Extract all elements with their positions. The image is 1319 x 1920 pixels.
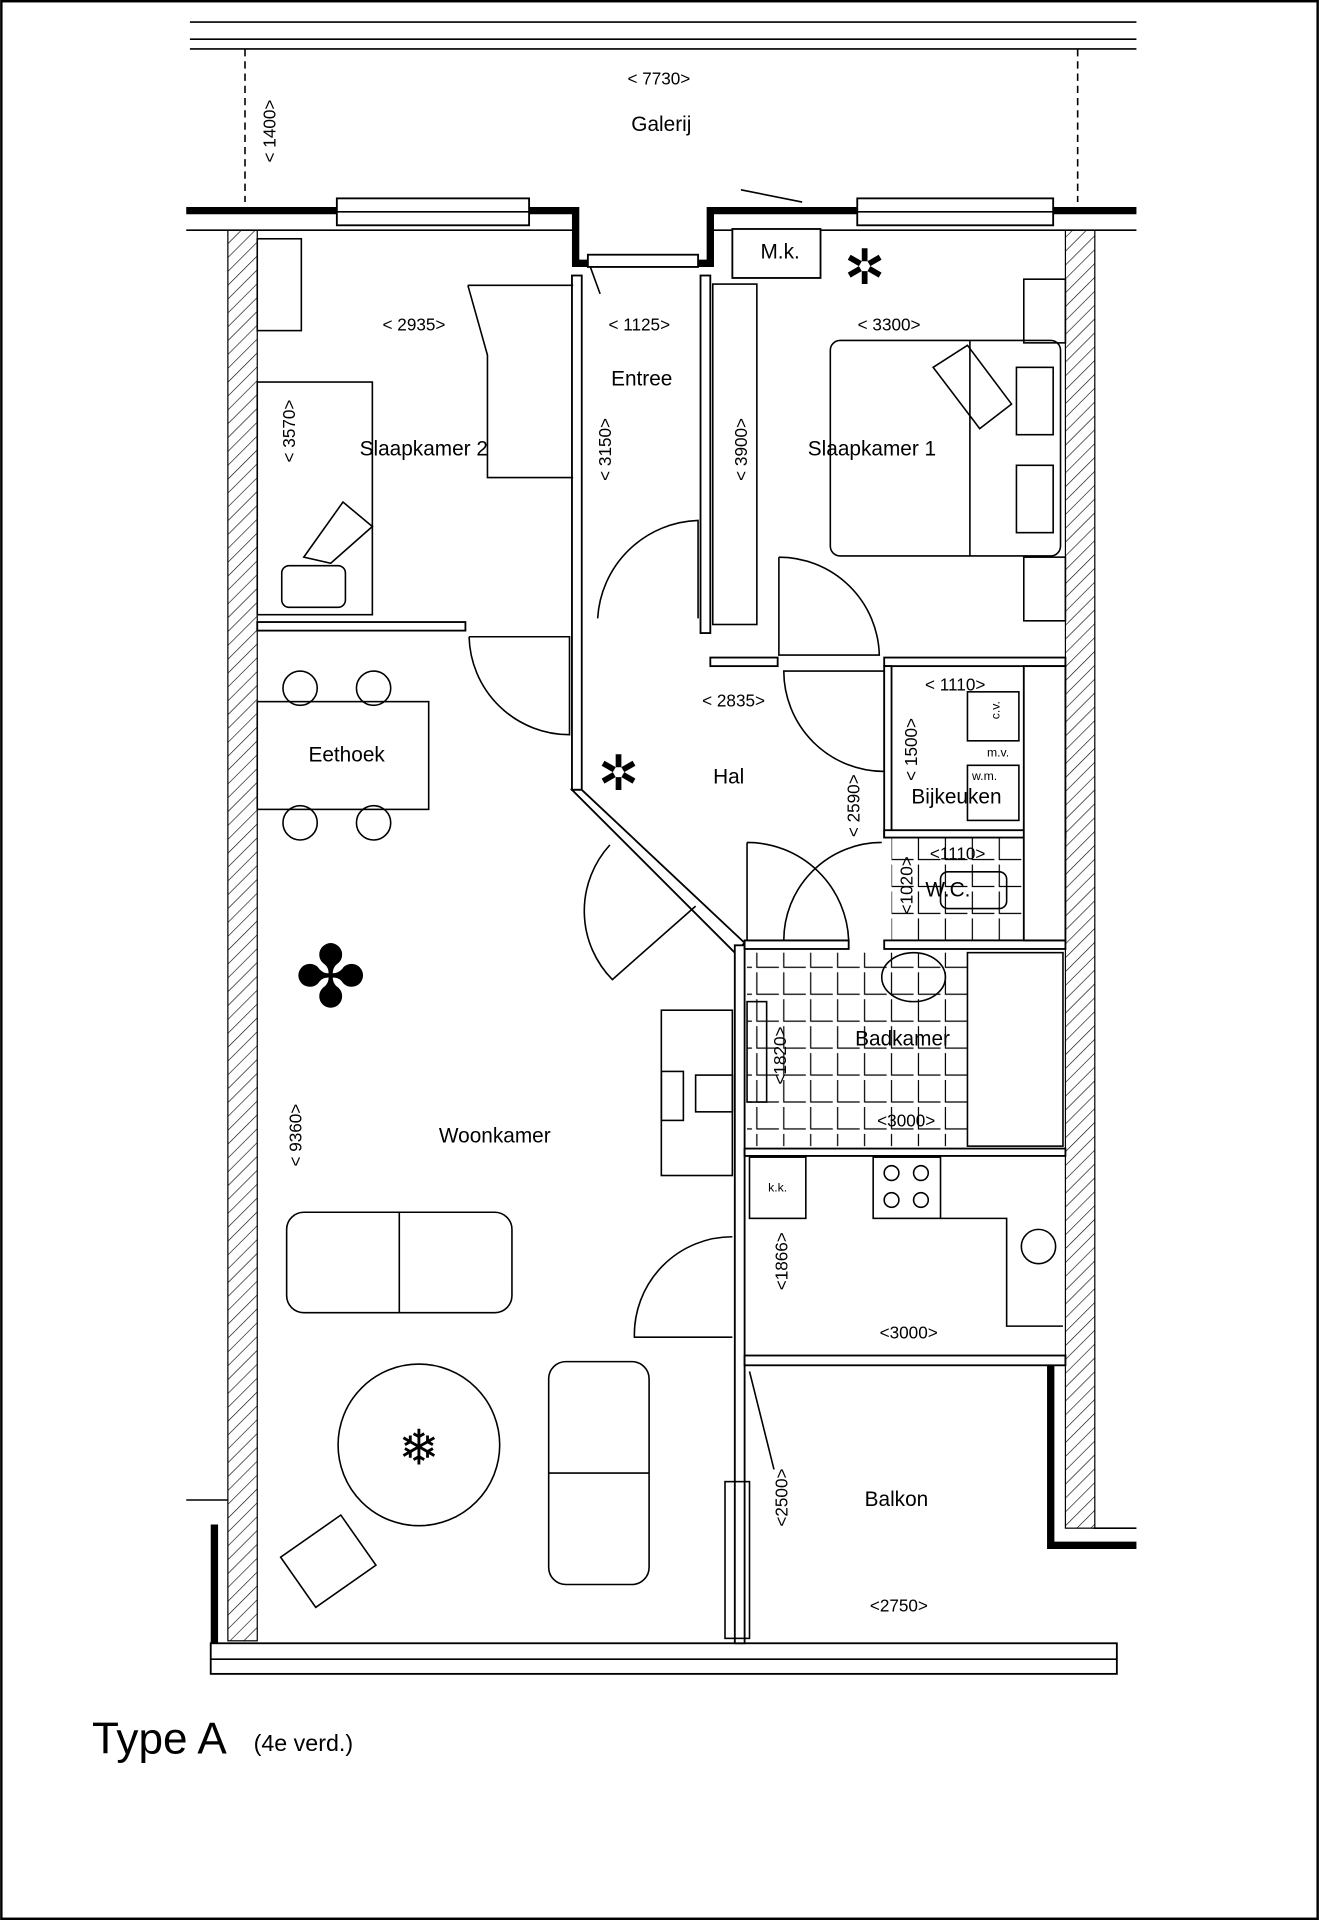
dim-keuken-depth: <1866> (771, 1232, 791, 1290)
room-label-balkon: Balkon (865, 1488, 929, 1511)
plant-icon: ✲ (844, 241, 885, 295)
fixture-wm: w.m. (971, 769, 997, 783)
fixture-kk: k.k. (768, 1180, 787, 1194)
room-label-slaapkamer-2: Slaapkamer 2 (360, 438, 488, 461)
dimension-labels: < 7730> < 1400> < 2935> < 3570> < 1125> … (260, 68, 986, 1615)
dim-hal-depth: < 2590> (844, 774, 864, 837)
room-label-slaapkamer-1: Slaapkamer 1 (808, 438, 936, 461)
room-labels: Galerij M.k. Entree Slaapkamer 1 Slaapka… (308, 113, 1001, 1511)
dim-slaapkamer1-depth: < 3900> (731, 418, 751, 481)
interior-walls (256, 274, 1067, 1645)
dim-keuken-width: <3000> (880, 1322, 938, 1342)
dim-entree-depth: < 3150> (595, 418, 615, 481)
dim-wc-width: <1110> (930, 844, 986, 864)
dim-bijkeuken-depth: < 1500> (901, 718, 921, 781)
dim-slaapkamer2-depth: < 3570> (279, 400, 299, 463)
plant-icon: ✤ (295, 930, 367, 1026)
dim-slaapkamer1-width: < 3300> (858, 315, 921, 335)
doors (468, 189, 885, 1470)
room-label-badkamer: Badkamer (855, 1028, 950, 1051)
room-label-bijkeuken: Bijkeuken (911, 785, 1001, 808)
room-label-mk: M.k. (760, 240, 799, 263)
dim-badkamer-width: <3000> (877, 1111, 935, 1131)
dim-galerij-width: < 7730> (627, 68, 690, 88)
furniture (256, 228, 1067, 1640)
galerij-railing (189, 21, 1137, 203)
dim-galerij-depth: < 1400> (260, 100, 280, 163)
fixture-labels: c.v. m.v. w.m. k.k. (768, 701, 1009, 1194)
room-label-hal: Hal (713, 766, 744, 789)
plant-icon: ❄ (398, 1421, 439, 1475)
room-label-woonkamer: Woonkamer (439, 1124, 551, 1147)
room-label-eethoek: Eethoek (308, 744, 385, 767)
fixture-cv: c.v. (988, 701, 1002, 719)
room-label-wc: W.C. (925, 878, 970, 901)
plant-icons: ✲ ✲ ✤ ❄ (295, 241, 885, 1475)
room-label-entree: Entree (611, 368, 672, 391)
fixture-mv: m.v. (987, 746, 1009, 760)
dim-entree-width: < 1125> (608, 315, 670, 335)
plan-subtitle: (4e verd.) (254, 1730, 354, 1756)
dim-wc-depth: <1020> (896, 856, 916, 914)
dim-balkon-depth: <2500> (771, 1468, 791, 1526)
dim-slaapkamer2-width: < 2935> (383, 315, 446, 335)
dim-badkamer-depth: <1820> (770, 1026, 790, 1084)
room-label-galerij: Galerij (631, 113, 691, 136)
dim-hal-width: < 2835> (702, 691, 765, 711)
dim-bijkeuken-width: < 1110> (925, 675, 985, 695)
plant-icon: ✲ (598, 747, 639, 801)
dim-woonkamer-depth: < 9360> (285, 1104, 305, 1167)
dim-balkon-width: <2750> (870, 1595, 928, 1615)
plan-title: Type A (92, 1714, 227, 1763)
